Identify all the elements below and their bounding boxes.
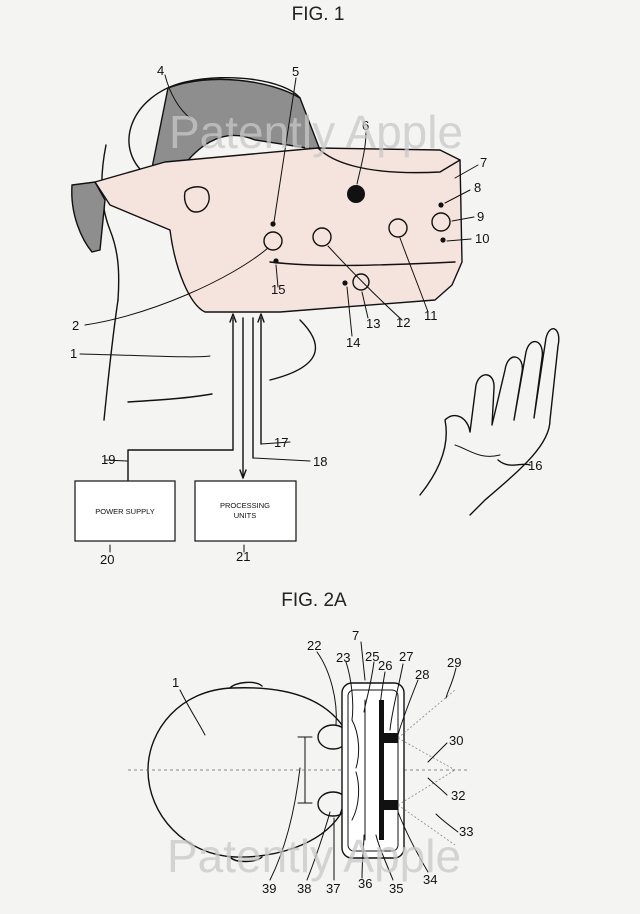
fig2a-reference-numerals: 7 22 23 25 26 27 28 29 1 30 32 33 34 35 … (172, 628, 473, 896)
fig1-label: 6 (362, 118, 369, 133)
watermark-bottom: Patently Apple (167, 830, 461, 882)
fig1-label: 13 (366, 316, 380, 331)
fig1-sensor-11 (388, 218, 408, 238)
fig1-label: 19 (101, 452, 115, 467)
fig2a-label: 25 (365, 649, 379, 664)
fig2a-label: 36 (358, 876, 372, 891)
processing-units-label-1: PROCESSING (220, 501, 270, 510)
watermark-top: Patently Apple (169, 106, 463, 158)
fig1-sensor-6 (347, 185, 365, 203)
fig1-sensor-13 (352, 273, 370, 291)
fig1-label: 12 (396, 315, 410, 330)
fig1-leader-lines (79, 74, 479, 358)
fig1-label: 18 (313, 454, 327, 469)
fig2a-title: FIG. 2A (281, 590, 347, 611)
fig2a-label: 34 (423, 872, 437, 887)
fig2a-label: 37 (326, 881, 340, 896)
fig1-label: 17 (274, 435, 288, 450)
fig2a-label: 27 (399, 649, 413, 664)
fig1-label: 10 (475, 231, 489, 246)
fig2a-label: 35 (389, 881, 403, 896)
fig2a-label: 28 (415, 667, 429, 682)
fig1-label: 14 (346, 335, 360, 350)
fig2a-label: 38 (297, 881, 311, 896)
fig1-label: 7 (480, 155, 487, 170)
fig2a-label: 23 (336, 650, 350, 665)
fig1-title: FIG. 1 (292, 4, 345, 25)
fig1-label: 16 (528, 458, 542, 473)
fig1-hmd-housing (94, 147, 463, 313)
fig1-label: 2 (72, 318, 79, 333)
fig2a-leader-lines (179, 641, 459, 881)
fig1-label: 15 (271, 282, 285, 297)
fig1-label: 21 (236, 549, 250, 564)
fig1-cables (104, 313, 311, 481)
fig1-power-supply-box: POWER SUPPLY (74, 480, 176, 542)
fig1-label: 5 (292, 64, 299, 79)
processing-units-label-2: UNITS (234, 511, 257, 520)
fig1-reference-numerals: 4 5 6 7 8 9 10 2 15 13 12 11 14 1 17 18 … (70, 63, 542, 567)
fig2a-hmd-top-view (341, 682, 456, 859)
fig2a-label: 26 (378, 658, 392, 673)
fig1-label: 1 (70, 346, 77, 361)
fig1-label: 11 (424, 308, 438, 323)
fig1-sensor-9 (431, 212, 451, 232)
fig2a-label: 29 (447, 655, 461, 670)
fig1-label: 9 (477, 209, 484, 224)
fig1-label: 4 (157, 63, 164, 78)
fig1-label: 20 (100, 552, 114, 567)
fig2a-label: 39 (262, 881, 276, 896)
fig1-label: 8 (474, 180, 481, 195)
fig2a-label: 22 (307, 638, 321, 653)
fig2a-label: 30 (449, 733, 463, 748)
fig2a-label: 7 (352, 628, 359, 643)
fig1-processing-units-box: PROCESSING UNITS (194, 480, 297, 542)
fig1-sensor-12 (312, 227, 332, 247)
fig1-headband-strap (71, 78, 322, 253)
fig2a-label: 1 (172, 675, 179, 690)
power-supply-label: POWER SUPPLY (95, 507, 154, 516)
fig2a-label: 33 (459, 824, 473, 839)
fig2a-label: 32 (451, 788, 465, 803)
fig1-user-hand (419, 328, 560, 516)
fig1-sensor-2 (263, 231, 283, 251)
